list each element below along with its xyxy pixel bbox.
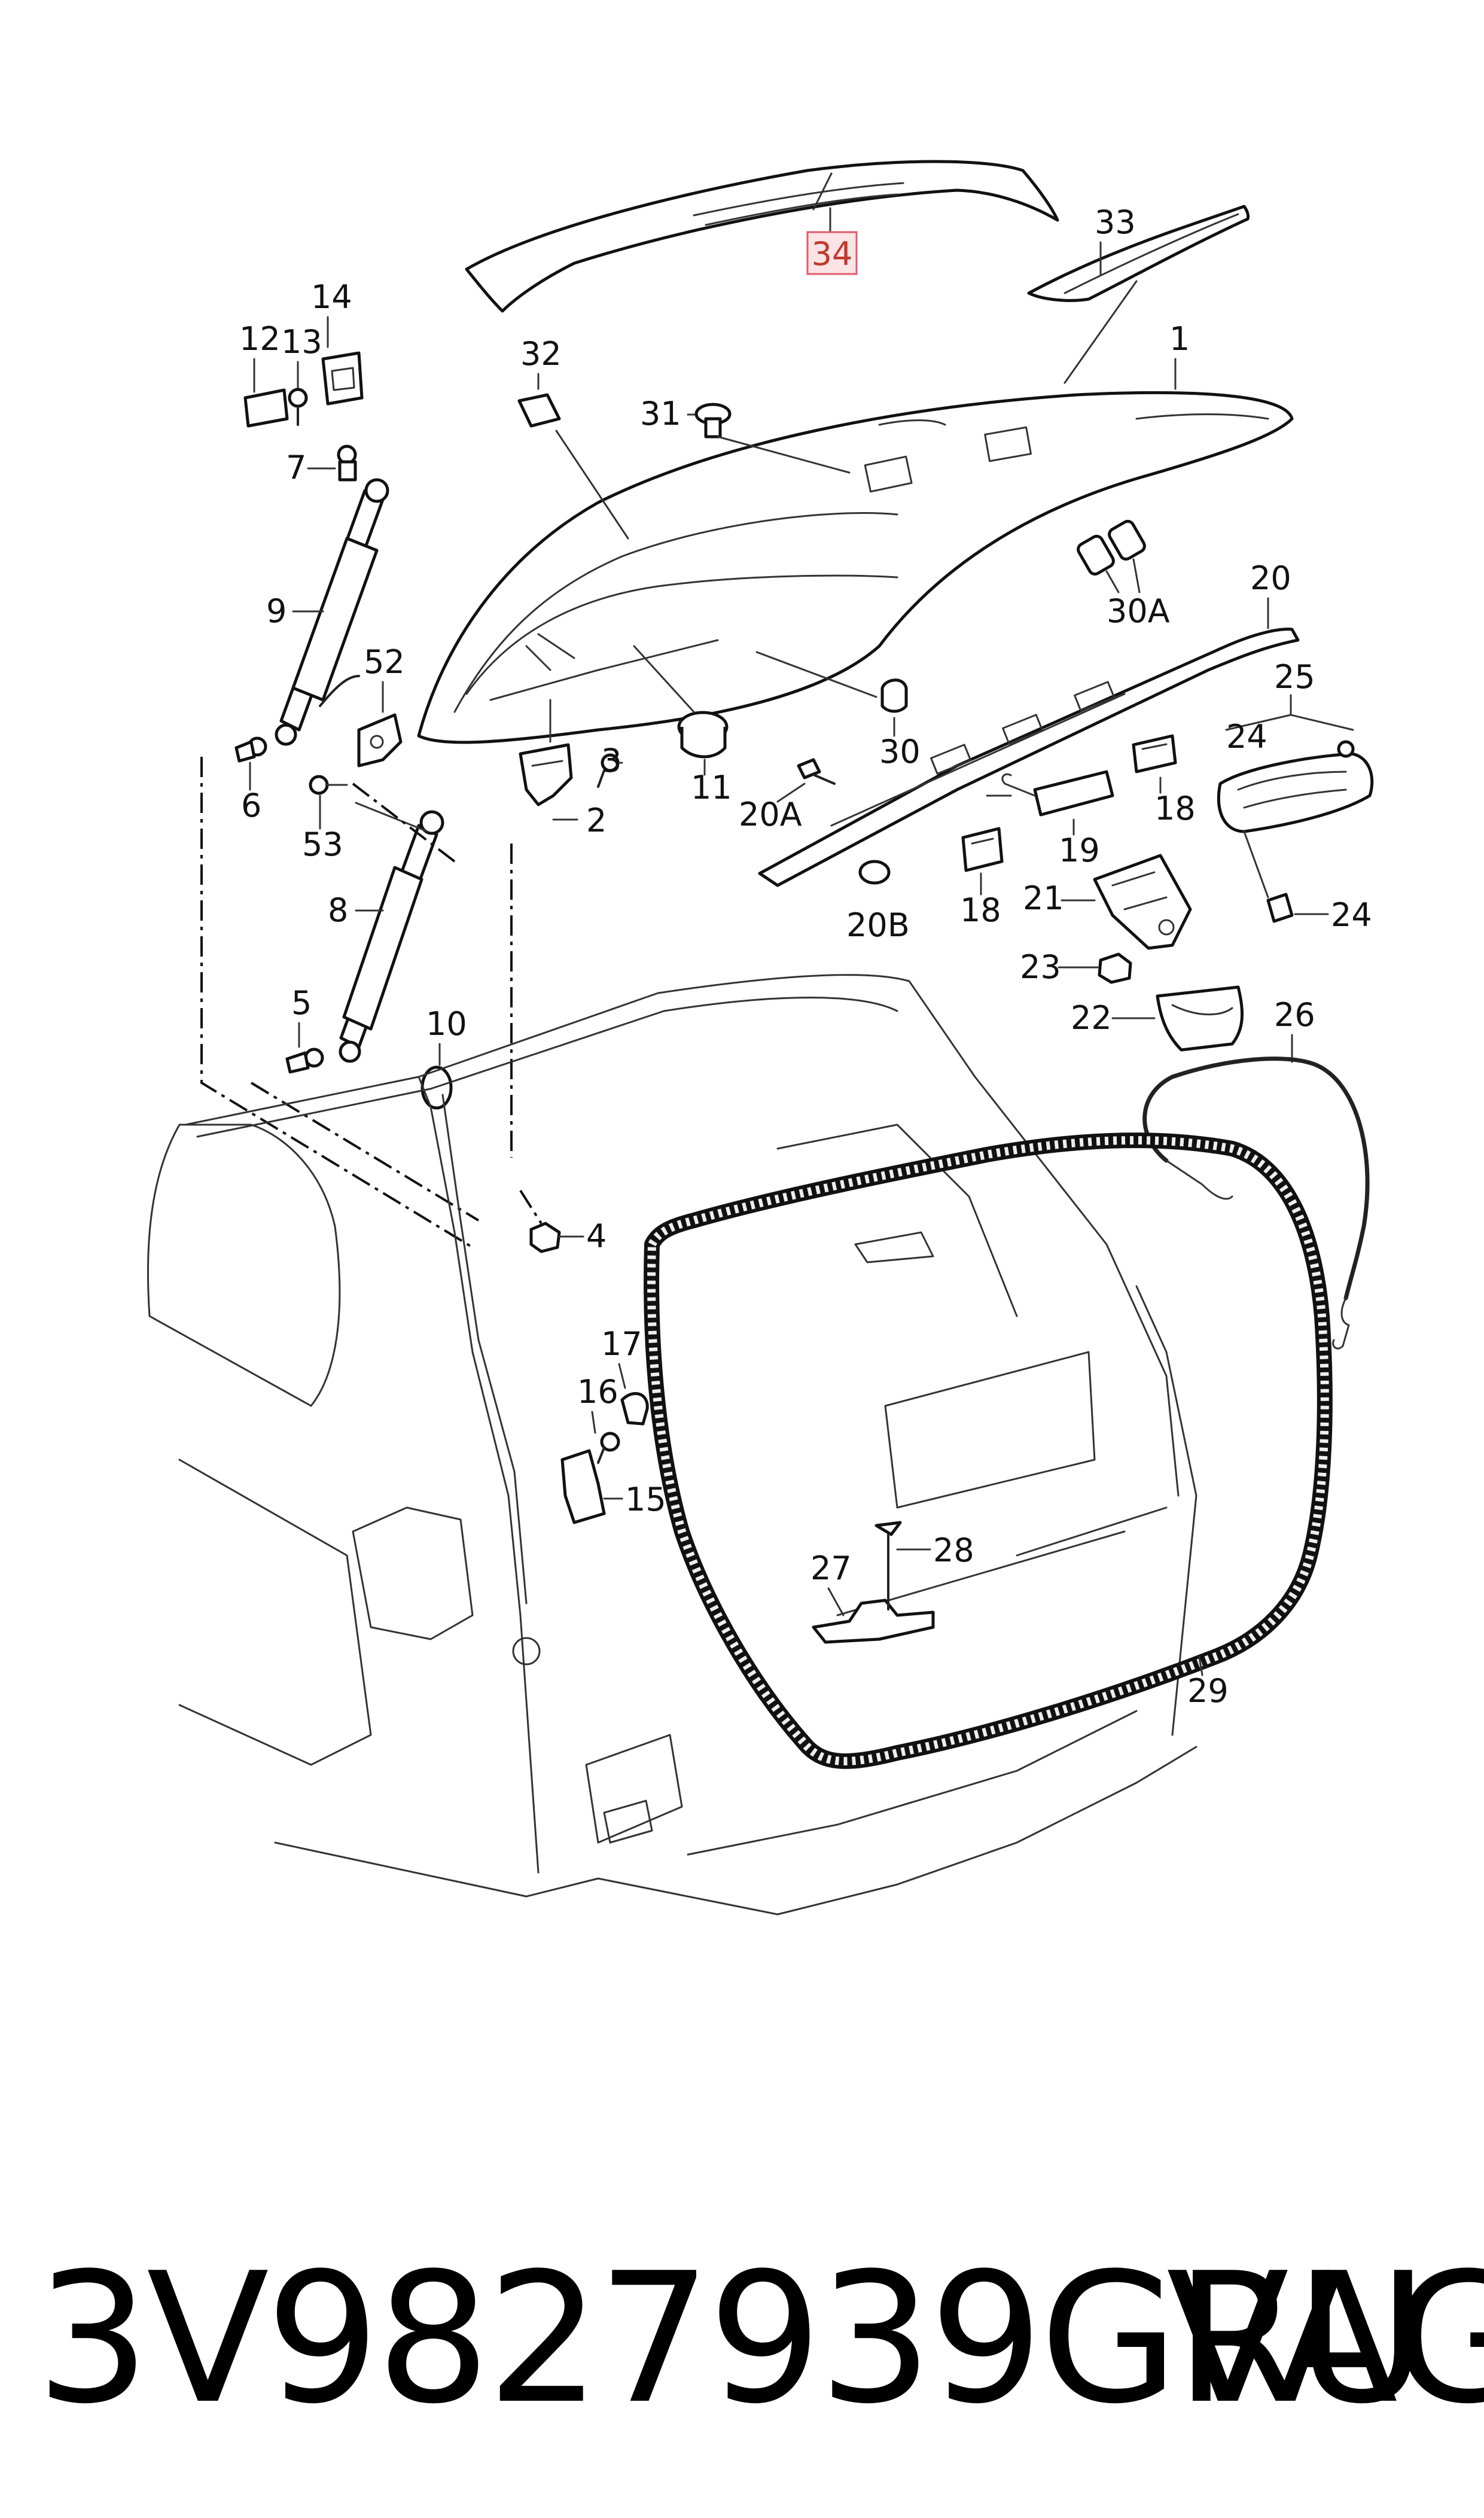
gas-strut-part-8 bbox=[339, 810, 444, 1063]
callout-53: 53 bbox=[302, 826, 343, 863]
ball-stud-part-6 bbox=[234, 736, 267, 763]
bolt-part-53 bbox=[309, 775, 329, 795]
lock-part-21 bbox=[1093, 854, 1192, 950]
bump-stop-part-30 bbox=[880, 678, 908, 713]
callout-23: 23 bbox=[1020, 948, 1061, 986]
callout-20a: 20A bbox=[739, 796, 802, 833]
handle-part-22 bbox=[1156, 985, 1244, 1052]
callout-22: 22 bbox=[1071, 999, 1112, 1037]
callout-29: 29 bbox=[1187, 1672, 1229, 1710]
callout-9: 9 bbox=[266, 592, 287, 630]
bracket-part-52 bbox=[357, 713, 403, 768]
callout-30a: 30A bbox=[1107, 592, 1170, 630]
callout-6: 6 bbox=[241, 787, 261, 824]
callout-15: 15 bbox=[625, 1481, 666, 1518]
ball-stud-part-5 bbox=[285, 1048, 324, 1074]
callout-7: 7 bbox=[286, 449, 306, 486]
callout-27: 27 bbox=[810, 1549, 852, 1587]
callout-30: 30 bbox=[879, 733, 921, 771]
callout-10: 10 bbox=[426, 1005, 467, 1043]
hinge-part-2 bbox=[519, 743, 573, 806]
clip-part-31 bbox=[694, 403, 732, 439]
screw-part-3 bbox=[597, 753, 620, 788]
bumper-part-30a bbox=[1077, 519, 1146, 576]
callout-20b: 20B bbox=[846, 906, 910, 944]
callout-24-top: 24 bbox=[1226, 718, 1267, 756]
callout-18-right: 18 bbox=[1154, 790, 1196, 827]
screw-part-16 bbox=[597, 1432, 620, 1464]
callout-33: 33 bbox=[1095, 203, 1136, 241]
callout-18-left: 18 bbox=[960, 891, 1001, 929]
callout-14: 14 bbox=[311, 278, 352, 316]
relay-part-24 bbox=[1266, 893, 1294, 923]
gas-strut-part-9 bbox=[275, 478, 389, 746]
pad-part-20b bbox=[858, 860, 891, 885]
cover-part-18-right bbox=[1132, 734, 1177, 774]
trim-strip-part-33 bbox=[1027, 205, 1250, 302]
callout-3: 3 bbox=[601, 742, 621, 780]
screw-part-20a bbox=[797, 758, 836, 785]
callout-5: 5 bbox=[291, 984, 312, 1022]
callout-24-bottom: 24 bbox=[1331, 896, 1372, 934]
part-number: 3V9827939GRU bbox=[36, 2234, 1428, 2443]
brand-label: VAG bbox=[1166, 2234, 1484, 2443]
callout-16: 16 bbox=[577, 1373, 618, 1411]
callout-8: 8 bbox=[328, 891, 348, 929]
callout-11: 11 bbox=[691, 769, 732, 806]
wiper-motor-part-25 bbox=[1217, 740, 1374, 833]
callout-2: 2 bbox=[586, 802, 607, 839]
callout-26: 26 bbox=[1274, 996, 1315, 1034]
callout-1: 1 bbox=[1169, 320, 1190, 358]
callout-21: 21 bbox=[1023, 879, 1064, 917]
cover-part-18-left bbox=[961, 827, 1004, 872]
callout-31: 31 bbox=[640, 395, 681, 433]
nut-part-23 bbox=[1098, 952, 1132, 984]
ball-stud-part-7 bbox=[337, 444, 357, 482]
exploded-parts-diagram: 34 33 1 32 31 30A 30 bbox=[147, 160, 1374, 1916]
pad-part-32 bbox=[517, 393, 561, 428]
callout-52: 52 bbox=[364, 643, 405, 681]
buffer-part-11 bbox=[677, 711, 729, 759]
highlight-box-34 bbox=[806, 231, 858, 275]
bracket-part-14 bbox=[321, 351, 364, 406]
callout-28: 28 bbox=[933, 1531, 974, 1569]
striker-plate-part-27 bbox=[812, 1599, 935, 1644]
screw-part-28 bbox=[874, 1521, 902, 1610]
switch-part-19 bbox=[986, 770, 1114, 817]
callout-17: 17 bbox=[601, 1325, 642, 1363]
cover-part-12 bbox=[243, 388, 289, 428]
callout-25: 25 bbox=[1274, 658, 1315, 696]
callout-32: 32 bbox=[520, 335, 562, 373]
spoiler-part-34[interactable] bbox=[465, 160, 1059, 313]
vehicle-body bbox=[147, 974, 1197, 1916]
seal-part-29 bbox=[644, 1132, 1333, 1769]
nut-part-4 bbox=[529, 1222, 561, 1253]
screw-part-13 bbox=[288, 388, 308, 426]
callout-19: 19 bbox=[1059, 832, 1100, 869]
striker-part-15 bbox=[560, 1449, 606, 1524]
callout-12: 12 bbox=[239, 320, 281, 358]
callout-20: 20 bbox=[1250, 559, 1291, 597]
callout-34: 34 bbox=[812, 235, 853, 273]
cable-part-26 bbox=[1142, 1056, 1370, 1350]
callout-4: 4 bbox=[586, 1217, 607, 1255]
cap-part-17 bbox=[620, 1392, 649, 1426]
footer: 3V9827939GRU VAG bbox=[0, 2225, 1484, 2453]
callout-13: 13 bbox=[281, 323, 322, 361]
trim-panel-part-20 bbox=[758, 628, 1300, 887]
